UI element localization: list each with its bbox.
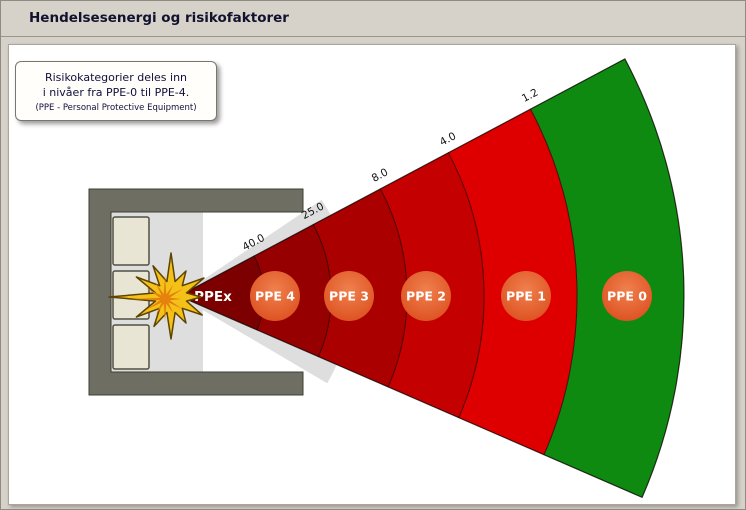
ppe-badge [324,271,374,321]
header-bar: Hendelsesenergi og risikofaktorer [1,1,745,37]
ppex-label: PPEx [194,289,232,305]
ppe-badge [250,271,300,321]
switchgear-cabinet [88,188,304,396]
boundary-value-label: 8.0 [370,166,390,184]
ppe-badge [401,271,451,321]
ppe-badge-label: PPE 4 [255,289,295,304]
boundary-value-label: 4.0 [438,130,458,148]
page-title: Hendelsesenergi og risikofaktorer [29,10,289,26]
ppe-badge [602,271,652,321]
info-callout: Risikokategorier deles inn i nivåer fra … [15,61,217,121]
ppe-badge-label: PPE 3 [329,289,369,304]
busbar [112,324,150,370]
explosion-core-icon [130,274,184,323]
boundary-value-label: 1.2 [520,87,540,105]
explosion-icon [108,252,205,340]
ppe-badge-label: PPE 1 [506,289,546,304]
busbar [112,216,150,266]
ppe-badge-label: PPE 0 [607,289,647,304]
ppe-badge-label: PPE 2 [406,289,446,304]
info-line-3: (PPE - Personal Protective Equipment) [35,103,197,113]
info-line-2: i nivåer fra PPE-0 til PPE-4. [42,86,190,99]
fan-outline [177,58,685,499]
info-line-1: Risikokategorier deles inn [44,71,188,84]
ppe-badge [501,271,551,321]
